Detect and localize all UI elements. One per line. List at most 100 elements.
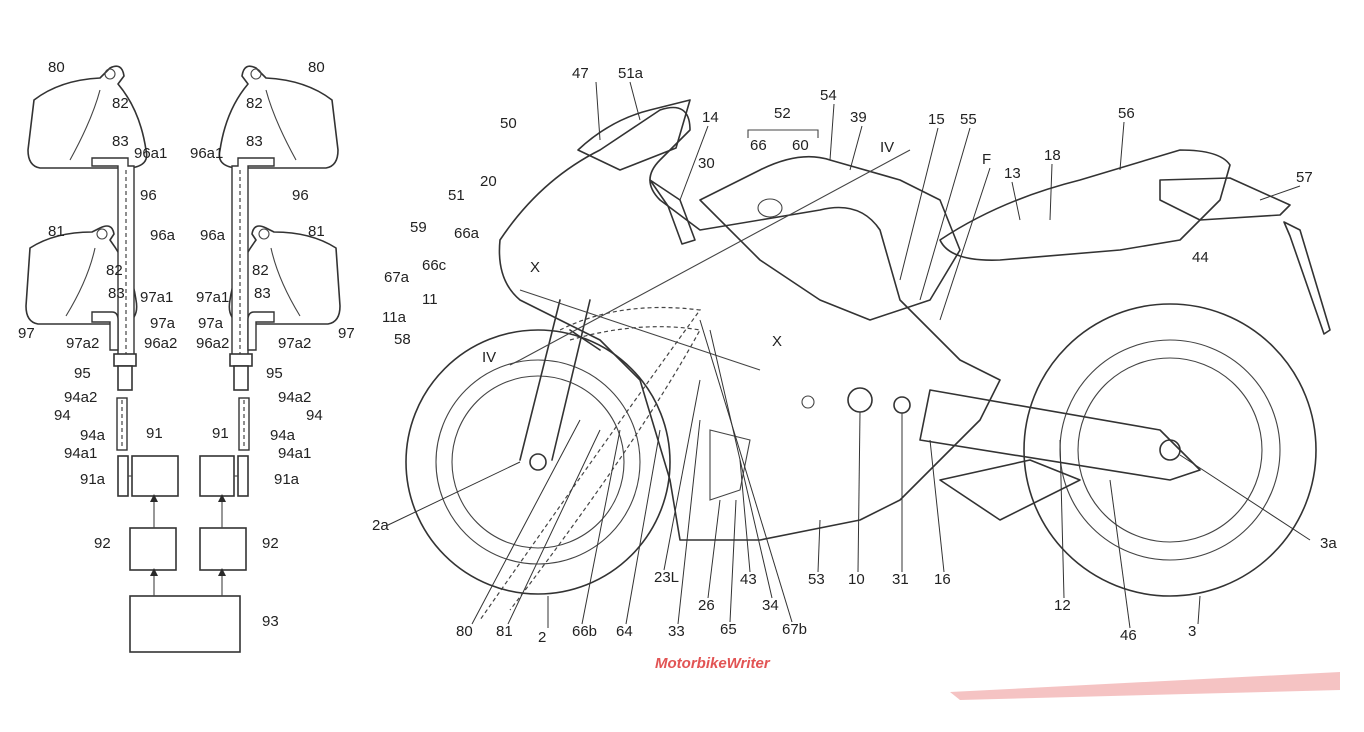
seat-tail <box>939 149 1231 261</box>
label: 97a <box>150 315 176 332</box>
label: 58 <box>394 331 411 348</box>
rear-rim <box>1059 339 1281 561</box>
label: 51a <box>618 65 644 82</box>
label: 94a2 <box>278 389 311 406</box>
exhaust <box>939 459 1081 521</box>
label: 96a1 <box>134 145 167 162</box>
label: 96a2 <box>144 335 177 352</box>
line-82 <box>69 89 101 161</box>
watermark-swoosh <box>950 672 1340 700</box>
label: 95 <box>266 365 283 382</box>
connector-95 <box>117 365 133 391</box>
label: 94a <box>80 427 106 444</box>
label: 56 <box>1118 105 1135 122</box>
label: 91 <box>212 425 229 442</box>
label: 52 <box>774 105 791 122</box>
fairing <box>498 106 1001 541</box>
label: 97a1 <box>140 289 173 306</box>
tail-section <box>1159 177 1291 221</box>
label: 11 <box>422 291 438 308</box>
pivot-10 <box>847 387 873 413</box>
label: 54 <box>820 87 837 104</box>
right-duct-schematic <box>199 65 341 596</box>
box-91-right <box>199 455 235 497</box>
label: 97 <box>338 325 355 342</box>
label: 66c <box>422 257 447 274</box>
label: 96a1 <box>190 145 223 162</box>
schematic-labels: 80 82 83 96a1 96 96a 81 82 83 97a1 97a 9… <box>18 59 355 630</box>
label: 3 <box>1188 623 1196 640</box>
label: 96a <box>200 227 226 244</box>
tube-97-right <box>247 311 275 351</box>
pivot-80 <box>104 68 116 80</box>
line-82b <box>65 247 96 317</box>
label: 97 <box>18 325 35 342</box>
pivot-31 <box>893 396 911 414</box>
label: 93 <box>262 613 279 630</box>
label: 91 <box>146 425 163 442</box>
front-tire <box>405 329 671 595</box>
left-duct-schematic <box>25 65 241 653</box>
label: 83 <box>108 285 125 302</box>
license-bracket <box>1283 221 1331 335</box>
label: 80 <box>456 623 473 640</box>
leader-lines <box>385 81 1311 629</box>
label: 94a1 <box>278 445 311 462</box>
label: 83 <box>254 285 271 302</box>
label: 66 <box>750 137 767 154</box>
label: 14 <box>702 109 719 126</box>
label: 50 <box>500 115 517 132</box>
label: 43 <box>740 571 757 588</box>
label: 66a <box>454 225 480 242</box>
fuel-tank <box>699 155 961 321</box>
label: 96 <box>292 187 309 204</box>
label: 67b <box>782 621 807 638</box>
label: 82 <box>112 95 129 112</box>
label: 51 <box>448 187 465 204</box>
watermark-logo: MotorbikeWriter <box>655 655 1340 700</box>
label: 66b <box>572 623 597 640</box>
label: X <box>530 259 540 276</box>
label: 91a <box>274 471 300 488</box>
label: 64 <box>616 623 633 640</box>
front-fork <box>519 299 601 461</box>
label: 2a <box>372 517 389 534</box>
label: X <box>772 333 782 350</box>
box-93 <box>129 595 241 653</box>
label: 3a <box>1320 535 1337 552</box>
actuator-91a <box>117 455 129 497</box>
front-axle <box>529 453 547 471</box>
label: IV <box>880 139 894 156</box>
label: 55 <box>960 111 977 128</box>
label: 12 <box>1054 597 1071 614</box>
label: 83 <box>246 133 263 150</box>
label: 96a2 <box>196 335 229 352</box>
label: 95 <box>74 365 91 382</box>
label: 53 <box>808 571 825 588</box>
label: 11a <box>382 309 407 326</box>
label: IV <box>482 349 496 366</box>
label: 92 <box>262 535 279 552</box>
label: 94a <box>270 427 296 444</box>
label: 80 <box>308 59 325 76</box>
tube-97 <box>91 311 119 351</box>
label: 97a1 <box>196 289 229 306</box>
watermark-text: MotorbikeWriter <box>655 655 771 672</box>
duct-80-right <box>218 65 339 169</box>
label: 46 <box>1120 627 1137 644</box>
rear-axle <box>1159 439 1181 461</box>
label: 26 <box>698 597 715 614</box>
label: 23L <box>654 569 679 586</box>
label: 67a <box>384 269 410 286</box>
label: 83 <box>112 133 129 150</box>
label: 34 <box>762 597 779 614</box>
swingarm <box>919 389 1201 481</box>
label: 2 <box>538 629 546 646</box>
duct-80 <box>27 65 148 169</box>
front-rim <box>435 359 641 565</box>
label: 20 <box>480 173 497 190</box>
handlebar <box>649 179 696 245</box>
label: 44 <box>1192 249 1209 266</box>
